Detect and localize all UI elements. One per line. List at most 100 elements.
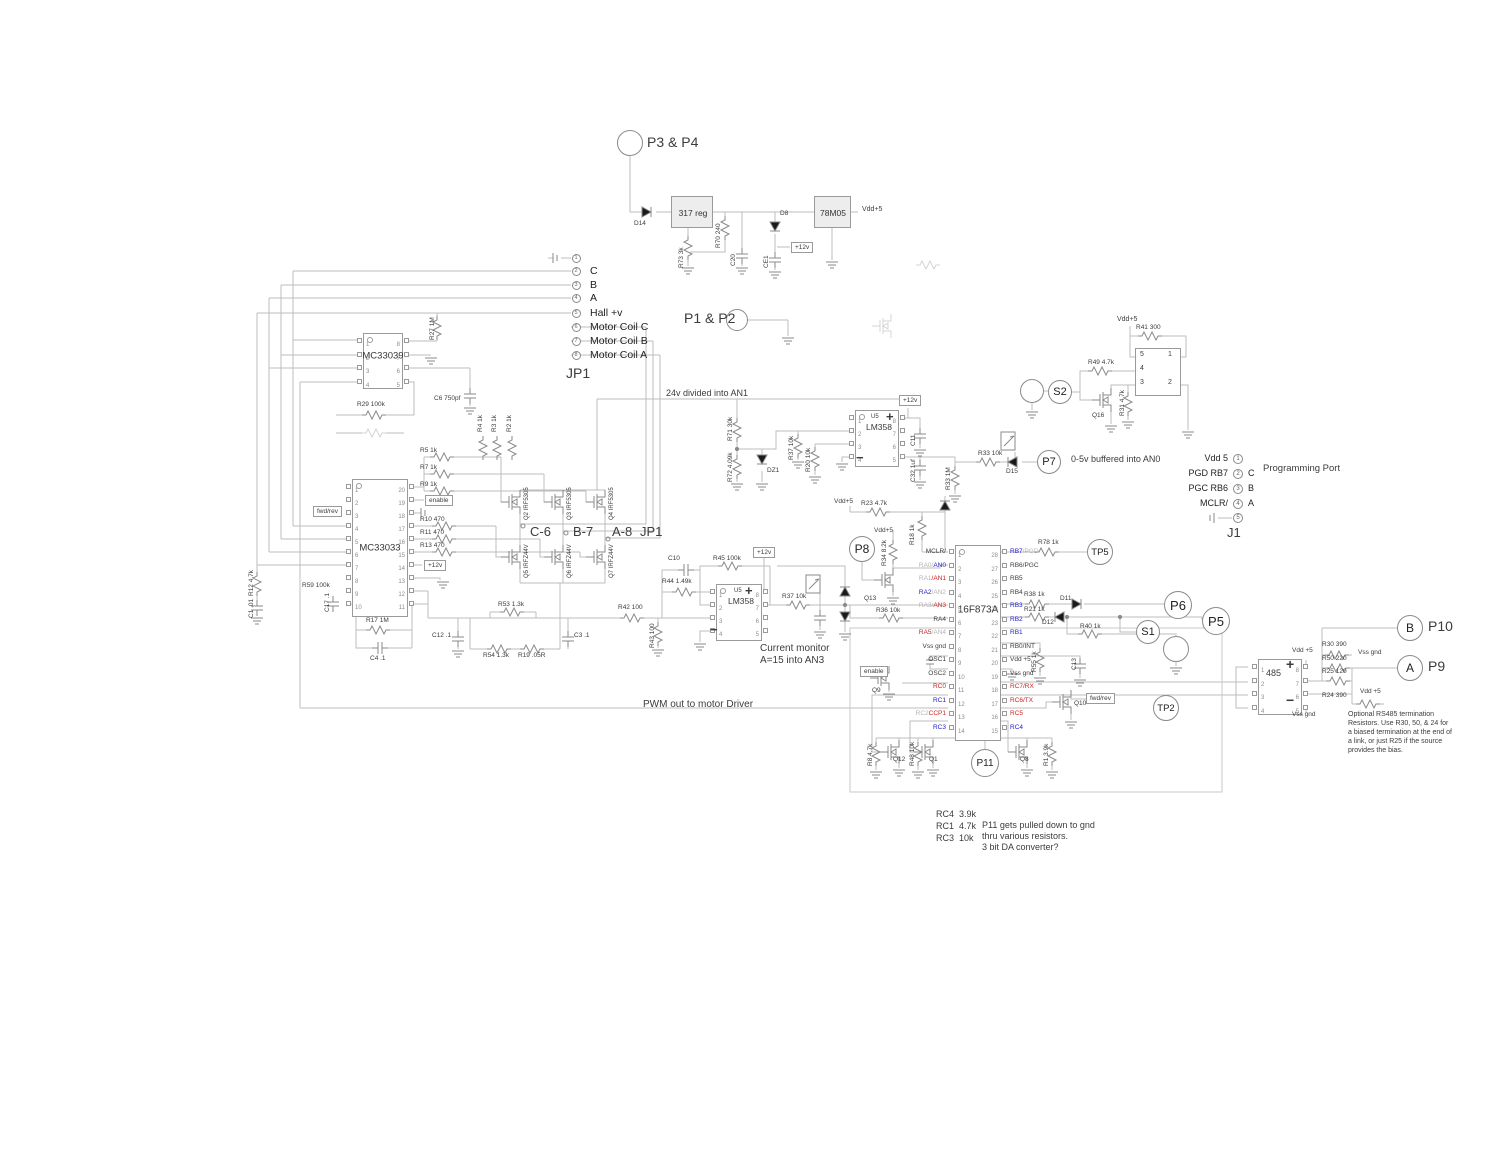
- ic-pic16f873a-pin-number: 24: [991, 607, 998, 613]
- ic-mc33033-pin-number: 1: [355, 488, 359, 494]
- ic-317-label: 317 reg: [678, 208, 708, 218]
- ic-mc33039-pin1-dot: [367, 337, 373, 343]
- ic-lm358-buffer-pin-number: 3: [858, 445, 862, 451]
- schematic-label: R17 1M: [366, 617, 389, 624]
- schematic-label: R11 470: [420, 529, 445, 536]
- ic-pic16f873a-pin-number: 7: [958, 634, 962, 640]
- ic-mc33039-pin-number: 7: [396, 355, 400, 362]
- ic-mc33033-pin-square: [409, 562, 414, 567]
- ic-pic16f873a-pin-number: 22: [991, 634, 998, 640]
- ic-pic16f873a-pin-number: 15: [991, 728, 998, 735]
- ic-mc33033-pin-square: [409, 510, 414, 515]
- ic-pic16f873a-pin-number: 17: [991, 701, 998, 708]
- ic-mc33033-pin-square: [346, 588, 351, 593]
- ic-pic16f873a-pin-square: [1002, 697, 1007, 703]
- p9-a: A: [1397, 655, 1423, 681]
- schematic-label: R33 10k: [978, 450, 1003, 457]
- ic-mc33033-pin-square: [346, 562, 351, 567]
- ic-pic16f873a-pin-number: 4: [958, 593, 962, 600]
- ic-rs485-pin-square: [1303, 664, 1308, 669]
- ic-pic16f873a-pin-square: [949, 711, 954, 716]
- schematic-label: Q13: [864, 595, 877, 602]
- ic-lm358-buffer-pin-square: [900, 428, 905, 433]
- s2-gnd-node: [1020, 379, 1044, 403]
- ic-rs485-pin-number: 8: [1295, 668, 1299, 674]
- ic-lm358-current-pin-number: 5: [755, 632, 759, 638]
- schematic-label: R45 100k: [713, 555, 741, 562]
- ic-pic16f873a: [955, 545, 1001, 741]
- schematic-label: Vdd +5: [1360, 688, 1381, 695]
- ic-mc33033-pin-square: [409, 536, 414, 541]
- j1-pin-2: 2: [1233, 469, 1243, 479]
- ic-78m05-regulator: 78M05: [814, 196, 851, 228]
- ic-mc33033-pin-square: [346, 601, 351, 606]
- jp1-pin-2: 2: [571, 266, 581, 276]
- schematic-label: −: [1286, 692, 1295, 708]
- tp5: TP5: [1087, 539, 1113, 565]
- schematic-label: fwd/rev: [313, 506, 342, 517]
- ic-pic16f873a-pin-square: [949, 549, 954, 554]
- ic-pic16f873a-pin-number: 21: [991, 647, 998, 654]
- ic-rs485-pin-square: [1303, 677, 1308, 683]
- schematic-label: Vss gnd: [1358, 649, 1382, 656]
- ic-pic16f873a-pin-square: [949, 589, 954, 595]
- ic-pic16f873a-pin-square: [1002, 684, 1007, 689]
- schematic-label: P11 gets pulled down to gnd: [982, 820, 1095, 830]
- ic-lm358-buffer-pin-square: [900, 441, 905, 446]
- wire-layer: [256, 156, 1397, 793]
- schematic-label: D8: [780, 210, 789, 217]
- ic-pic16f873a-pin-number: 26: [991, 580, 998, 586]
- ic-mc33039-pin-number: 2: [366, 355, 370, 362]
- ic-mc33039-pin-square: [357, 351, 362, 357]
- ic-pic16f873a-pin-label: RB0/INT: [1010, 642, 1035, 650]
- ic-lm358-current-pin-square: [763, 602, 768, 607]
- ic-mc33039-pin-square: [404, 338, 409, 343]
- ic-pic16f873a-pin-square: [949, 697, 954, 703]
- j1-pin-name: PGC RB6: [1188, 483, 1228, 493]
- schematic-label: R23 4.7k: [861, 500, 888, 507]
- ic-mc33039-pin-number: 8: [396, 342, 400, 348]
- schematic-label: Q9: [872, 687, 881, 694]
- schematic-label: R13 470: [420, 542, 445, 549]
- schematic-label: R27 1M: [429, 317, 436, 340]
- ic-lm358-current-pin-square: [710, 628, 715, 633]
- schematic-label: 485: [1266, 668, 1282, 678]
- ic-pic16f873a-pin-label: RA4: [933, 615, 946, 623]
- schematic-label: R37 10k: [788, 435, 795, 460]
- ic-pic16f873a-pin-square: [949, 670, 954, 676]
- ic-pic16f873a-pin-number: 10: [958, 674, 965, 681]
- schematic-label: +12v: [791, 242, 814, 253]
- ic-pic16f873a-pin-square: [1002, 711, 1007, 716]
- jp1-pin-label: A: [590, 292, 598, 304]
- schematic-label: Q10: [1074, 700, 1087, 707]
- schematic-label: R54 1.3k: [483, 652, 510, 659]
- schematic-label: R18 1k: [909, 524, 916, 545]
- schematic-label: R4 1k: [477, 415, 484, 432]
- schematic-label: B-7: [573, 524, 594, 539]
- schematic-label: R49 4.7k: [1088, 359, 1115, 366]
- schematic-label: R25 120: [1322, 668, 1347, 675]
- schematic-label: D14: [634, 220, 646, 227]
- schematic-label: R55 1k: [1031, 651, 1038, 672]
- schematic-label: Vdd+5: [1117, 316, 1138, 323]
- ic-pic16f873a-pin-number: 18: [991, 688, 998, 694]
- schematic-label: +: [886, 409, 894, 424]
- schematic-label: DZ1: [767, 467, 780, 474]
- tp2: TP2: [1153, 695, 1179, 721]
- ic-pic16f873a-pin-number: 1: [958, 553, 962, 559]
- ic-pic16f873a-pin-number: 25: [991, 593, 998, 600]
- ic-mc33039-pin-number: 6: [396, 369, 400, 376]
- schematic-label: R38 1k: [1024, 591, 1045, 598]
- schematic-label: C-6: [530, 524, 551, 539]
- schematic-label: D11: [1060, 595, 1072, 602]
- ic-pic16f873a-pin-number: 6: [958, 620, 962, 627]
- ic-lm358-buffer-pin-number: 7: [892, 432, 896, 438]
- schematic-label: Q6 IRFZ44V: [567, 544, 573, 578]
- ic-rs485-pin-number: 5: [1295, 708, 1299, 715]
- schematic-label: Current monitor: [760, 643, 830, 654]
- ic-rs485-pin-square: [1252, 664, 1257, 669]
- j1-pin-5: 5: [1233, 513, 1243, 523]
- jp1-pin-label: Hall +v: [590, 307, 623, 319]
- schematic-label: thru various resistors.: [982, 831, 1069, 841]
